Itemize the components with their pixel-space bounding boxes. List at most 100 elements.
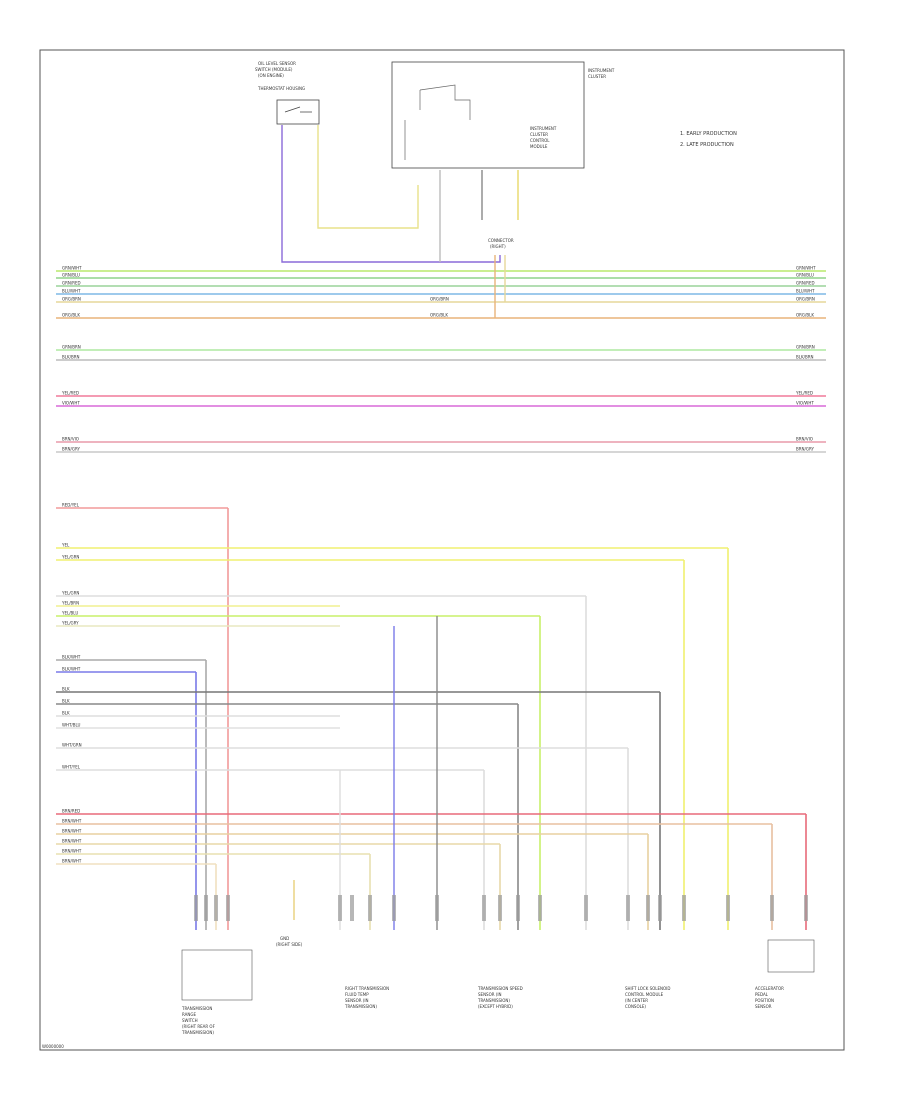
module-box: [391, 61, 585, 169]
switch-label: THERMOSTAT HOUSING: [257, 86, 305, 91]
oil-level-switch: OIL LEVEL SENSOR SWITCH (MODULE) (ON ENG…: [255, 61, 320, 125]
module-inner-label: INSTRUMENT: [530, 126, 557, 131]
module-inner-label: MODULE: [530, 144, 548, 149]
switch-contact: [284, 106, 312, 113]
component-box-accelerator-pedal-sensor: [767, 939, 815, 973]
signal-wire-label: BLK: [62, 711, 70, 716]
bottom-components: TRANSMISSION RANGE SWITCH (RIGHT REAR OF…: [181, 936, 815, 1035]
component-label: FLUID TEMP: [345, 992, 369, 997]
component-label: TRANSMISSION): [344, 1004, 377, 1009]
signal-wire-label: BRN/WHT: [62, 849, 82, 854]
bus-wire-label-right: BRN/VIO: [796, 437, 813, 442]
connector-pin: [482, 895, 486, 921]
component-label: RIGHT TRANSMISSION: [345, 986, 389, 991]
switch-label: SWITCH (MODULE): [255, 67, 293, 72]
signal-wire-label: BRN/RED: [62, 809, 80, 814]
connector-label: (RIGHT): [490, 244, 506, 249]
connector-pin: [646, 895, 650, 921]
signal-wire-label: BLK/WHT: [62, 655, 81, 660]
module-title: CLUSTER: [588, 74, 606, 79]
connector-pin: [204, 895, 208, 921]
bus-wire-label-left: ORG/BRN: [62, 297, 81, 302]
ground-label: GND: [280, 936, 289, 941]
connector-pin: [538, 895, 542, 921]
bus-wire-label-left: GRN/RED: [62, 281, 81, 286]
bus-wire-label-right: BLK/BRN: [796, 355, 813, 360]
legend-item: 1. EARLY PRODUCTION: [680, 131, 737, 137]
bus-wire-label-left: ORG/BLK: [62, 313, 80, 318]
signal-wire-label: WHT/BLU: [62, 723, 81, 728]
connector-pin: [770, 895, 774, 921]
mid-wire-label: ORG/BRN: [430, 297, 449, 302]
component-label: TRANSMISSION): [477, 998, 510, 1003]
connector-pin: [516, 895, 520, 921]
bus-wire-label-right: GRN/WHT: [796, 266, 816, 271]
component-label: RANGE: [182, 1012, 196, 1017]
connector-pin: [194, 895, 198, 921]
bus-wire-label-left: YEL/RED: [61, 391, 79, 396]
bus-wire-label-right: YEL/RED: [795, 391, 813, 396]
connector-pin: [498, 895, 502, 921]
component-label: TRANSMISSION): [181, 1030, 214, 1035]
signal-wire-label: WHT/YEL: [62, 765, 81, 770]
connector-pin: [368, 895, 372, 921]
connector-pin: [584, 895, 588, 921]
instrument-cluster-module: INSTRUMENT CLUSTER INSTRUMENT CLUSTER CO…: [391, 61, 615, 249]
connector-pin: [435, 895, 439, 921]
component-label: (IN CENTER: [625, 998, 648, 1003]
signal-wire-label: BLK/WHT: [62, 667, 81, 672]
wire-segment: [281, 125, 501, 263]
component-label: CONTROL MODULE: [625, 992, 664, 997]
legend-item: 2. LATE PRODUCTION: [680, 142, 734, 148]
component-label: CONSOLE): [625, 1004, 646, 1009]
connector-label: CONNECTOR: [488, 238, 514, 243]
signal-wire-label: YEL/GRN: [61, 555, 79, 560]
signal-wire-label: YEL/GRN: [61, 591, 79, 596]
connector-pin: [338, 895, 342, 921]
signal-wire-label: BRN/WHT: [62, 819, 82, 824]
connector-pin: [658, 895, 662, 921]
signal-wire-label: YEL: [61, 543, 70, 548]
ground-label: (RIGHT SIDE): [276, 942, 303, 947]
signal-wire-label: BRN/WHT: [62, 829, 82, 834]
bus-wire-label-left: BLK/BRN: [62, 355, 79, 360]
bus-wire-label-right: ORG/BRN: [796, 297, 815, 302]
component-label: TRANSMISSION: [181, 1006, 212, 1011]
legend: 1. EARLY PRODUCTION 2. LATE PRODUCTION: [680, 131, 737, 148]
component-label: SENSOR (IN: [345, 998, 369, 1003]
wires-layer: [56, 125, 826, 930]
bus-wire-label-left: BRN/VIO: [62, 437, 79, 442]
connector-pin: [804, 895, 808, 921]
bus-wire-label-left: VIO/WHT: [62, 401, 80, 406]
bus-wire-label-left: GRN/WHT: [62, 266, 82, 271]
component-label: ACCELERATOR: [755, 986, 784, 991]
signal-wire-label: YEL/BLU: [61, 611, 78, 616]
bus-wire-label-right: BLU/WHT: [796, 289, 815, 294]
signal-wire-label: WHT/GRN: [62, 743, 82, 748]
signal-wire-label: BLK: [62, 687, 70, 692]
bus-wire-label-right: GRN/BRN: [796, 345, 815, 350]
connector-pin: [392, 895, 396, 921]
signal-wire-label: BLK: [62, 699, 70, 704]
module-internal-circuit: [404, 84, 471, 160]
bus-wire-label-left: GRN/BRN: [62, 345, 81, 350]
component-label: PEDAL: [755, 992, 769, 997]
signal-wire-label: YEL/BRN: [61, 601, 79, 606]
bus-wire-label-right: BRN/GRY: [796, 447, 814, 452]
signal-wire-label: BRN/WHT: [62, 839, 82, 844]
component-label: (RIGHT REAR OF: [182, 1024, 216, 1029]
signal-wire-label: RED/YEL: [62, 503, 80, 508]
signal-wire-label: YEL/GRY: [61, 621, 79, 626]
component-label: SWITCH: [182, 1018, 198, 1023]
diagram-frame: [39, 49, 845, 1051]
module-inner-label: CLUSTER: [530, 132, 548, 137]
bus-wire-label-right: GRN/BLU: [796, 273, 814, 278]
component-label: (EXCEPT HYBRID): [478, 1004, 513, 1009]
connector-pin: [226, 895, 230, 921]
connector-pin: [350, 895, 354, 921]
component-label: SHIFT LOCK SOLENOID: [625, 986, 670, 991]
connector-pin: [626, 895, 630, 921]
